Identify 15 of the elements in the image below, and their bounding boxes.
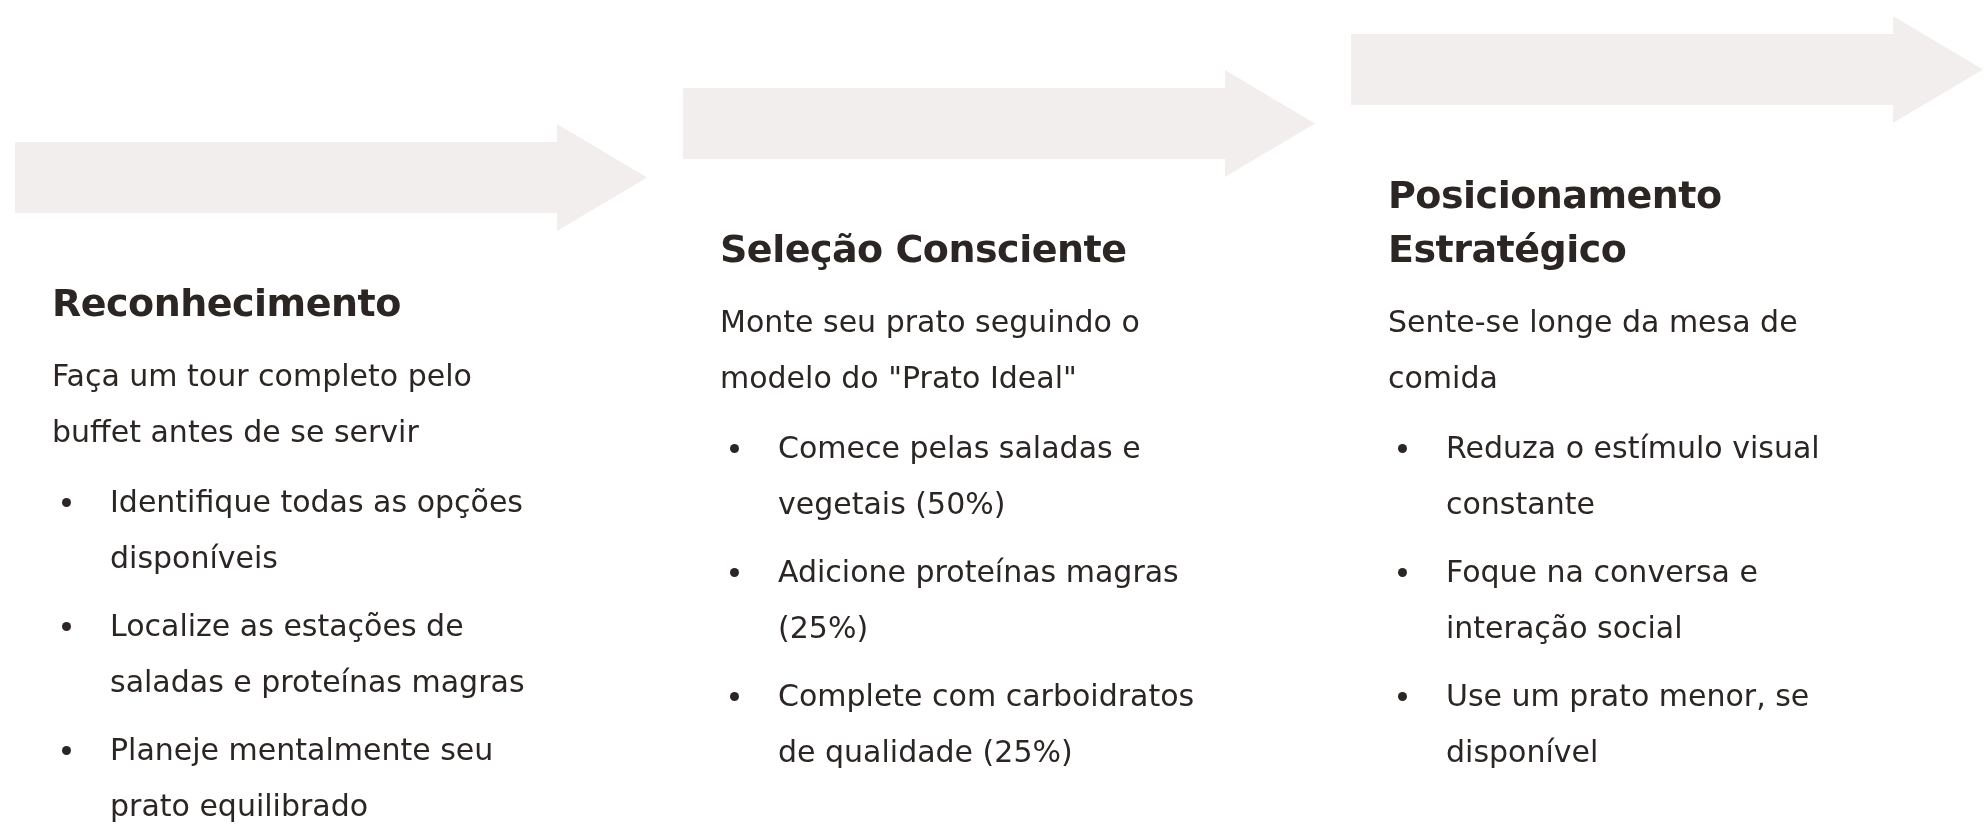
bullet-item: Use um prato menor, se disponível: [1446, 677, 1811, 771]
bullet-item: Complete com carboidratos de qualidade (25%): [778, 677, 1196, 771]
step-heading: Posicionamento Estratégico: [1388, 172, 1723, 273]
bullet-item: Foque na conversa e interação social: [1446, 553, 1759, 647]
step-heading: Seleção Consciente: [720, 226, 1128, 273]
step-description: Monte seu prato seguindo o modelo do "Prato Ideal": [720, 303, 1141, 397]
bullet-item: Localize as estações de saladas e proteínas magras: [110, 607, 526, 701]
bullet-item: Planeje mentalmente seu prato equilibrado: [110, 731, 495, 825]
bullet-item: Adicione proteínas magras (25%): [778, 553, 1180, 647]
step-description: Faça um tour completo pelo buffet antes de se servir: [52, 357, 473, 451]
bullet-item: Comece pelas saladas e vegetais (50%): [778, 429, 1142, 523]
bullet-item: Reduza o estímulo visual constante: [1446, 429, 1821, 523]
step-description: Sente-se longe da mesa de comida: [1388, 303, 1799, 397]
step-heading: Reconhecimento: [52, 280, 402, 327]
bullet-item: Identifique todas as opções disponíveis: [110, 483, 524, 577]
